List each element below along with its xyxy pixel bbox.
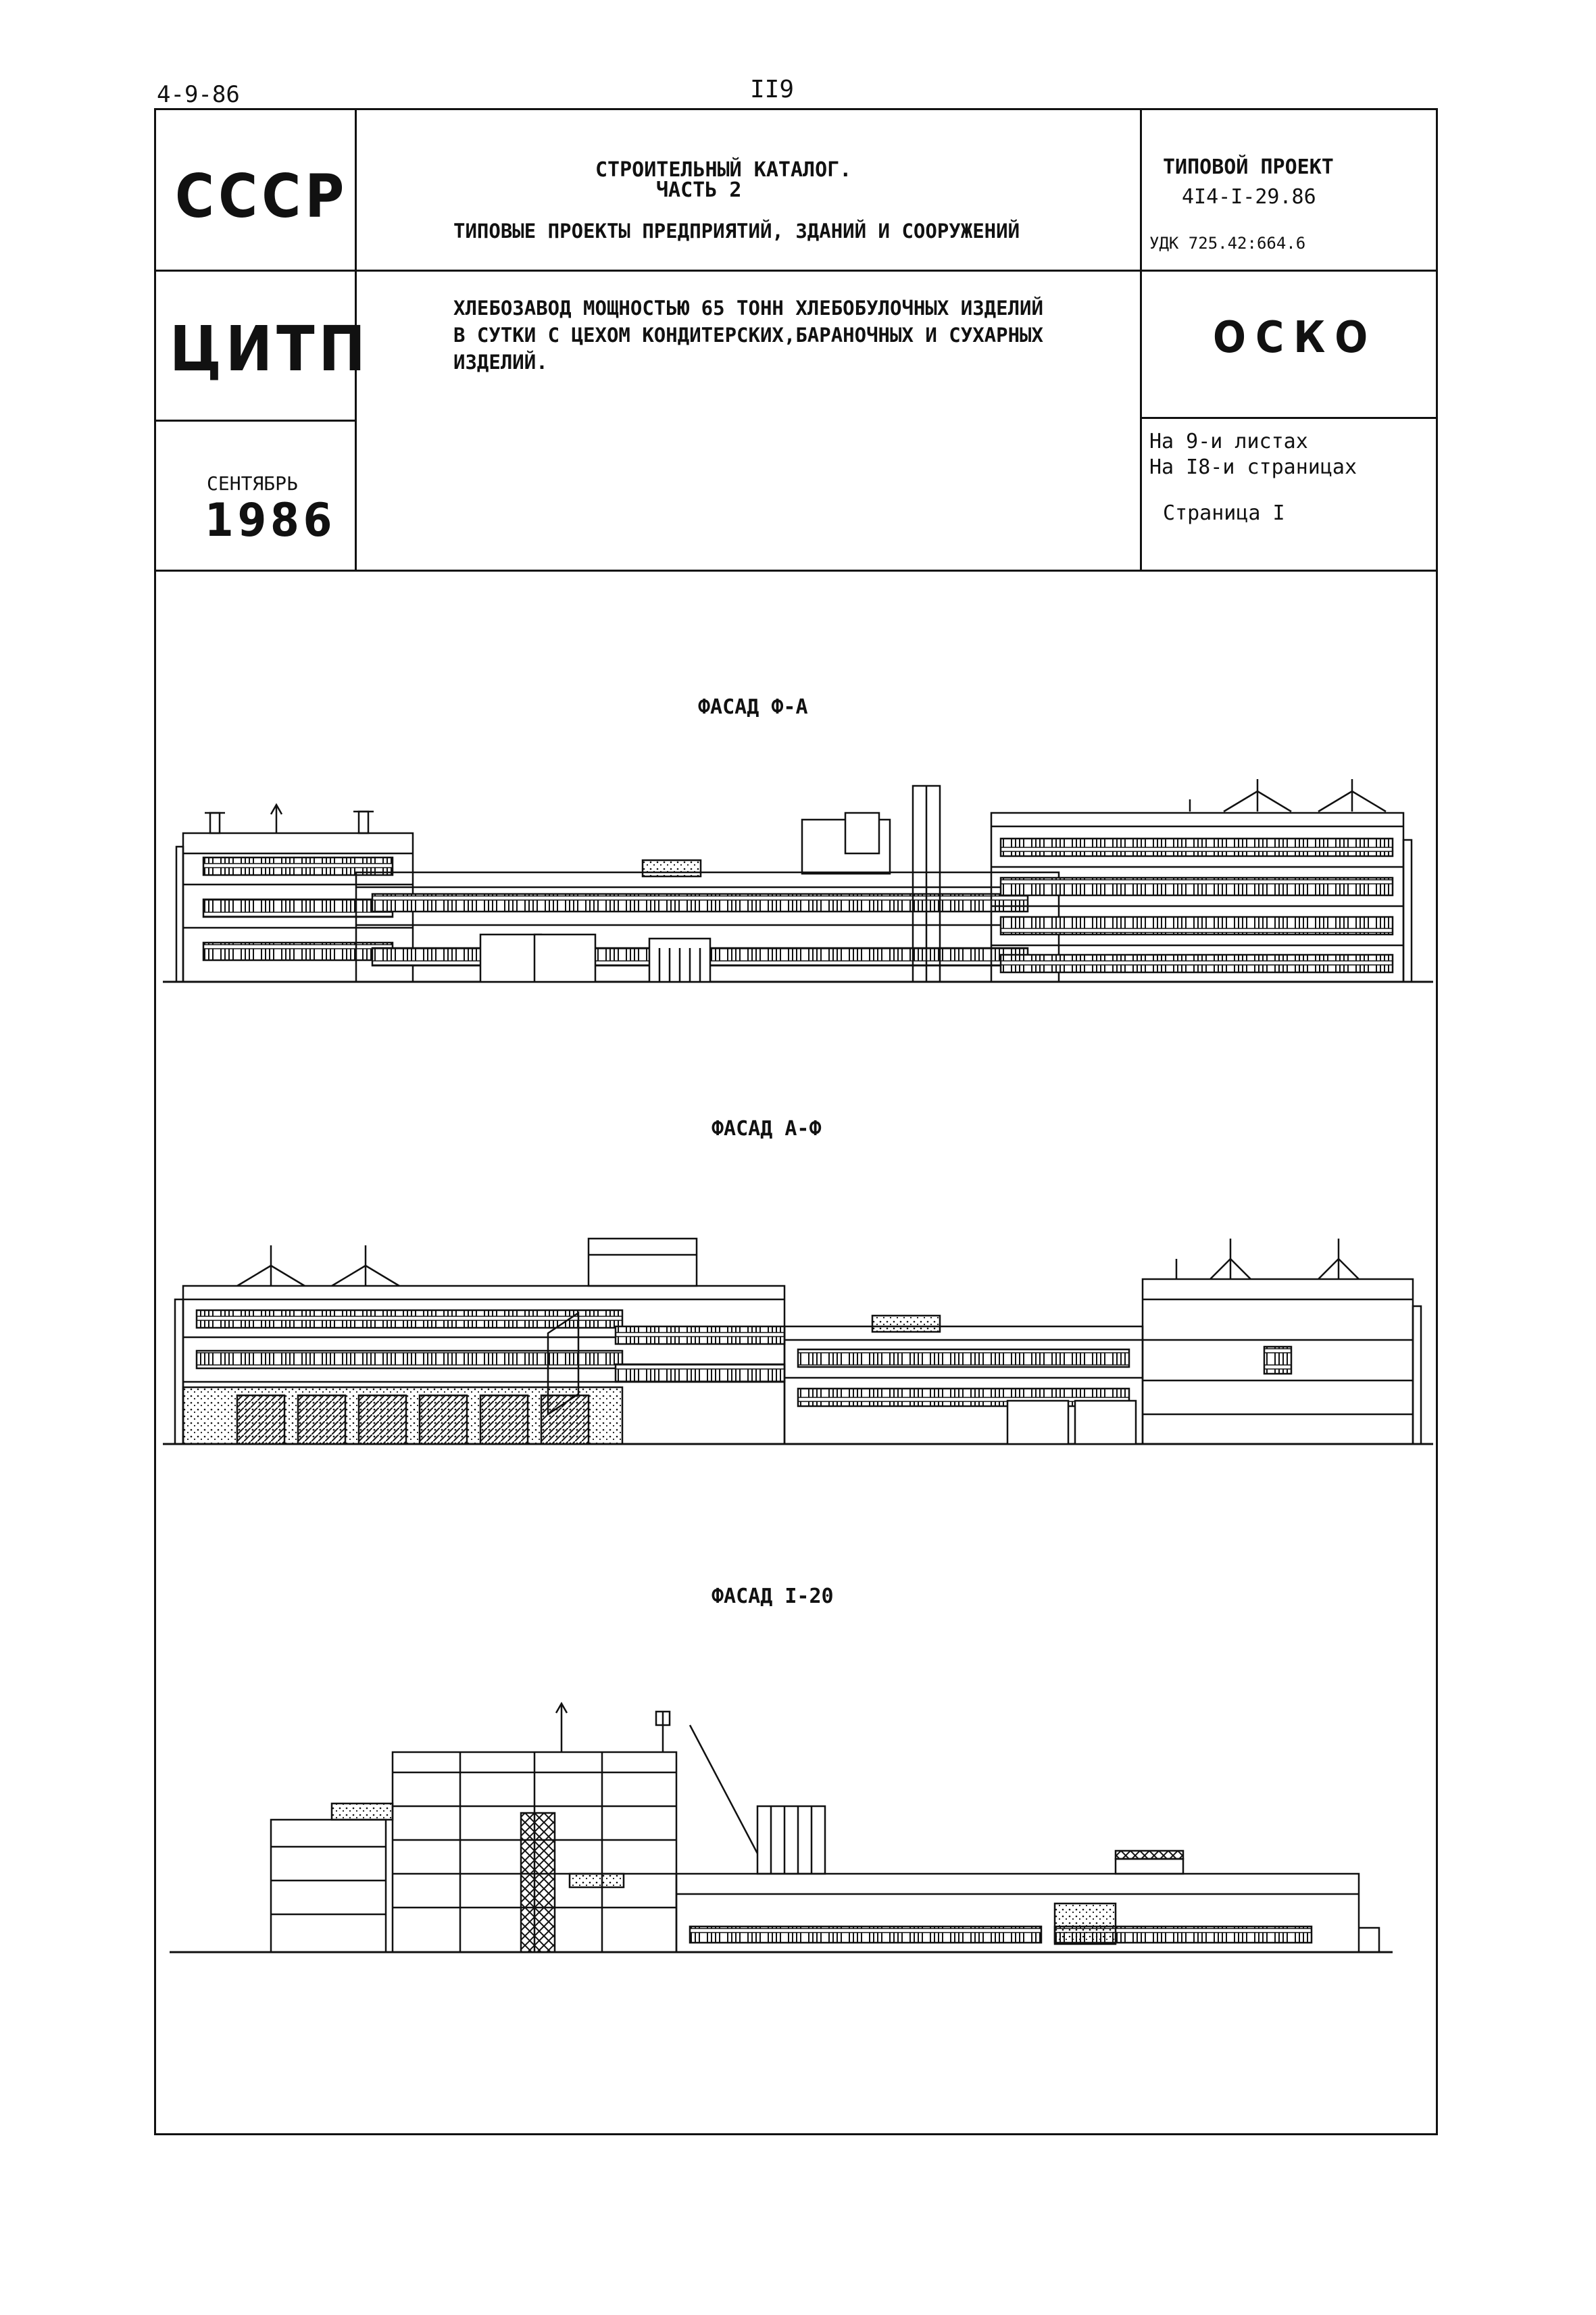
- facade-1-drawing: [163, 779, 1433, 983]
- drawing-sheet: СССР ЦИТП СЕНТЯБРЬ 1986 СТРОИТЕЛЬНЫЙ КАТ…: [154, 108, 1438, 2135]
- facade-2-title: ФАСАД А-Ф: [712, 1117, 822, 1141]
- org-country: СССР: [175, 161, 349, 231]
- facade-1-title: ФАСАД Ф-А: [698, 695, 808, 719]
- stamp-divider-left: [355, 110, 357, 570]
- udk-code: УДК 725.42:664.6: [1149, 234, 1306, 253]
- project-code: 4I4-I-29.86: [1182, 185, 1316, 209]
- stamp-row-line-2-right: [1140, 417, 1436, 419]
- catalog-title: СТРОИТЕЛЬНЫЙ КАТАЛОГ.: [595, 158, 852, 182]
- pages-count: На I8-и страницах: [1149, 455, 1357, 479]
- project-description-line-2: В СУТКИ С ЦЕХОМ КОНДИТЕРСКИХ,БАРАНОЧНЫХ …: [453, 324, 1043, 347]
- facade-3-title: ФАСАД I-20: [712, 1585, 834, 1608]
- page-number: II9: [750, 76, 795, 103]
- stamp-row-line-1: [156, 270, 1436, 272]
- facade-2-drawing: [163, 1237, 1433, 1445]
- sheets-count: На 9-и листах: [1149, 430, 1308, 453]
- project-label: ТИПОВОЙ ПРОЕКТ: [1163, 155, 1334, 179]
- stamp-row-line-2-left: [156, 420, 355, 422]
- project-description-line-1: ХЛЕБОЗАВОД МОЩНОСТЬЮ 65 ТОНН ХЛЕБОБУЛОЧН…: [453, 297, 1043, 320]
- catalog-part: ЧАСТЬ 2: [656, 178, 742, 202]
- document-code: 4-9-86: [157, 81, 240, 108]
- org-institute: ЦИТП: [170, 313, 370, 385]
- facade-3-drawing: [170, 1701, 1393, 1953]
- stamp-divider-right: [1140, 110, 1142, 570]
- issue-year: 1986: [205, 494, 336, 547]
- project-description-line-3: ИЗДЕЛИЙ.: [453, 351, 548, 374]
- page-label: Страница I: [1163, 501, 1285, 525]
- section-code: ОСКО: [1213, 313, 1378, 363]
- issue-month: СЕНТЯБРЬ: [207, 472, 298, 495]
- catalog-subtitle: ТИПОВЫЕ ПРОЕКТЫ ПРЕДПРИЯТИЙ, ЗДАНИЙ И СО…: [453, 220, 1020, 243]
- stamp-bottom-line: [156, 570, 1436, 572]
